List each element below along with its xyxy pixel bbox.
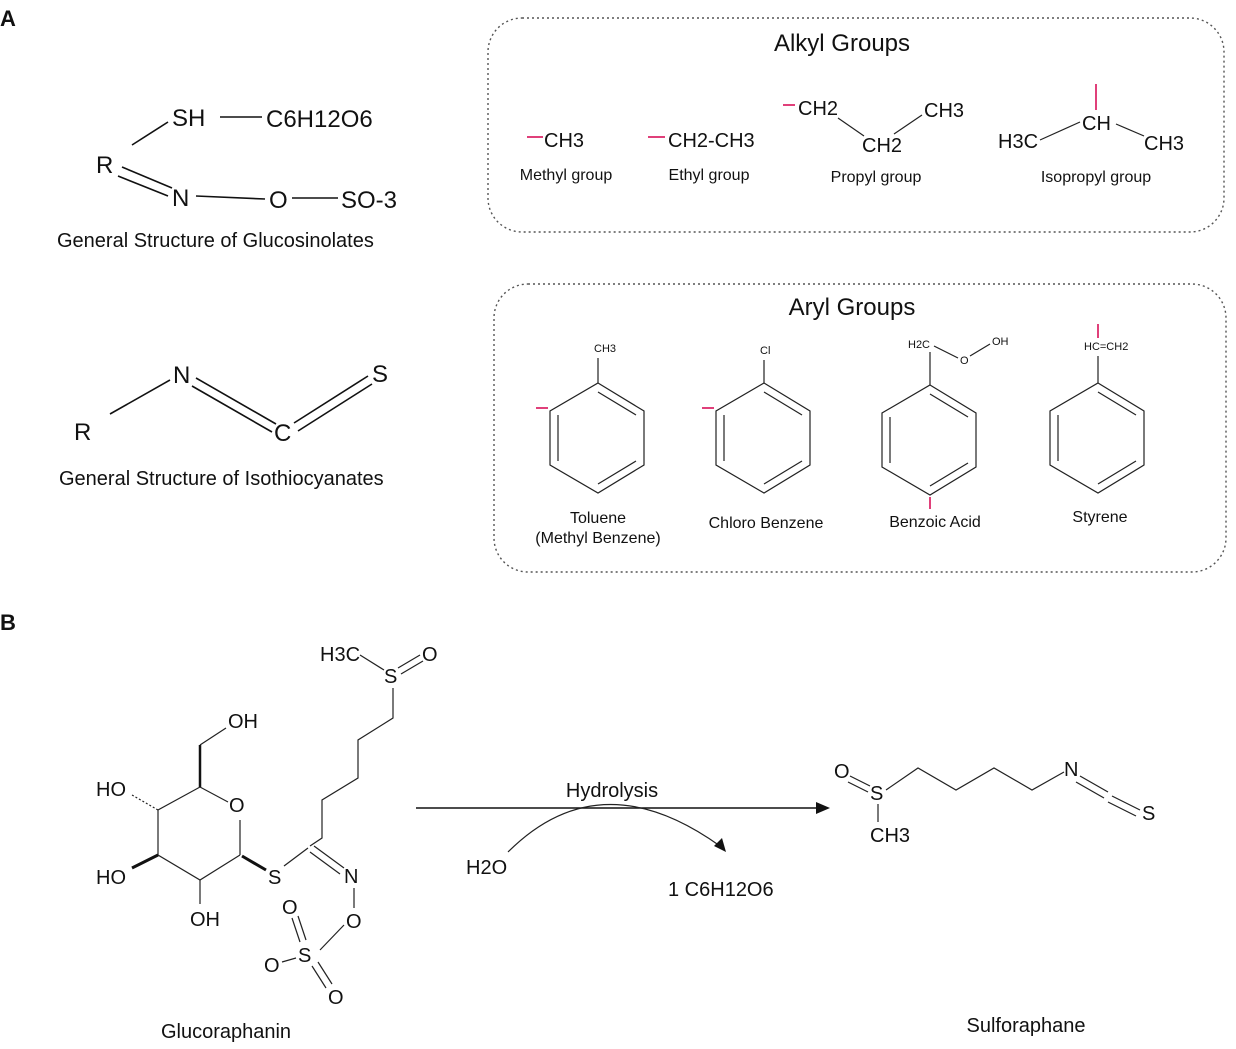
glr-oh2: OH — [190, 909, 220, 931]
glucosinolate-structure: R SH C6H12O6 N O SO-3 General Structure … — [57, 105, 397, 252]
itc-s: S — [372, 361, 388, 388]
glucoraphanin-name: Glucoraphanin — [161, 1021, 291, 1043]
styrene-sub: HC=CH2 — [1084, 341, 1128, 353]
sfn-s-end: S — [1142, 803, 1155, 825]
isopropyl-label: Isopropyl group — [1041, 169, 1151, 186]
itc-caption: General Structure of Isothiocyanates — [59, 468, 384, 490]
itc-n: N — [173, 362, 190, 389]
glr-n: N — [344, 866, 358, 888]
toluene-label1: Toluene — [570, 510, 626, 527]
sulforaphane-structure: O S CH3 N S Sulforaphane — [834, 759, 1155, 1037]
toluene-structure: CH3 Toluene (Methyl Benzene) — [535, 343, 660, 547]
sfn-s: S — [870, 783, 883, 805]
glr-s-link: S — [268, 867, 281, 889]
glr-ring-o: O — [229, 795, 245, 817]
chlorobenzene-sub: Cl — [760, 345, 770, 357]
benzoic-acid-structure: H2C O OH Benzoic Acid — [881, 336, 1009, 531]
glr-o-s1: O — [282, 897, 298, 919]
propyl-label: Propyl group — [831, 169, 922, 186]
benzoic-o: O — [960, 355, 969, 367]
toluene-label2: (Methyl Benzene) — [535, 530, 660, 547]
chlorobenzene-label: Chloro Benzene — [709, 515, 824, 532]
propyl-ch2b: CH2 — [862, 135, 902, 157]
styrene-structure: HC=CH2 Styrene — [1049, 324, 1145, 526]
isothiocyanate-structure: R N C S General Structure of Isothiocyan… — [59, 361, 388, 490]
toluene-sub: CH3 — [594, 343, 616, 355]
benzoic-label: Benzoic Acid — [889, 514, 981, 531]
glr-o-top: O — [422, 644, 438, 666]
hydrolysis-reaction: Hydrolysis H2O 1 C6H12O6 — [416, 780, 830, 901]
byproduct-label: 1 C6H12O6 — [668, 879, 774, 901]
gluc-so3: SO-3 — [341, 187, 397, 214]
sfn-n: N — [1064, 759, 1078, 781]
glr-ho2: HO — [96, 867, 126, 889]
sulforaphane-name: Sulforaphane — [967, 1015, 1086, 1037]
gluc-n: N — [172, 185, 189, 212]
glr-h3c: H3C — [320, 644, 360, 666]
glr-o-s2: O — [264, 955, 280, 977]
glr-o-n: O — [346, 911, 362, 933]
gluc-caption: General Structure of Glucosinolates — [57, 230, 374, 252]
gluc-sh: SH — [172, 105, 205, 132]
sfn-o: O — [834, 761, 850, 783]
benzoic-h2c: H2C — [908, 339, 930, 351]
alkyl-groups-box: Alkyl Groups CH3 Methyl group CH2-CH3 Et… — [487, 17, 1225, 233]
gluc-r: R — [96, 152, 113, 179]
isopropyl-ch: CH — [1082, 113, 1111, 135]
glr-oh1: OH — [228, 711, 258, 733]
methyl-formula: CH3 — [544, 130, 584, 152]
alkyl-title: Alkyl Groups — [774, 30, 910, 57]
glr-o-s3: O — [328, 987, 344, 1009]
gluc-o: O — [269, 187, 288, 214]
water-label: H2O — [466, 857, 507, 879]
panel-b-label: B — [0, 610, 16, 635]
gluc-c6h12o6: C6H12O6 — [266, 106, 373, 133]
glr-ho1: HO — [96, 779, 126, 801]
ethyl-formula: CH2-CH3 — [668, 130, 755, 152]
itc-r: R — [74, 419, 91, 446]
isopropyl-ch3: CH3 — [1144, 133, 1184, 155]
hydrolysis-label: Hydrolysis — [566, 780, 658, 802]
styrene-label: Styrene — [1072, 509, 1127, 526]
propyl-ch2a: CH2 — [798, 98, 838, 120]
sfn-ch3: CH3 — [870, 825, 910, 847]
aryl-title: Aryl Groups — [789, 294, 916, 321]
isopropyl-h3c: H3C — [998, 131, 1038, 153]
propyl-ch3: CH3 — [924, 100, 964, 122]
glr-s-top: S — [384, 666, 397, 688]
benzoic-oh: OH — [992, 336, 1009, 348]
glucoraphanin-structure: H3C S O N O O S O O S O OH — [96, 644, 438, 1043]
panel-a-label: A — [0, 6, 16, 31]
glr-s-sulf: S — [298, 945, 311, 967]
aryl-groups-box: Aryl Groups CH3 Toluene (Methyl Benzene)… — [493, 283, 1227, 573]
ethyl-label: Ethyl group — [669, 167, 750, 184]
methyl-label: Methyl group — [520, 167, 613, 184]
itc-c: C — [274, 420, 291, 447]
chlorobenzene-structure: Cl Chloro Benzene — [702, 345, 823, 532]
